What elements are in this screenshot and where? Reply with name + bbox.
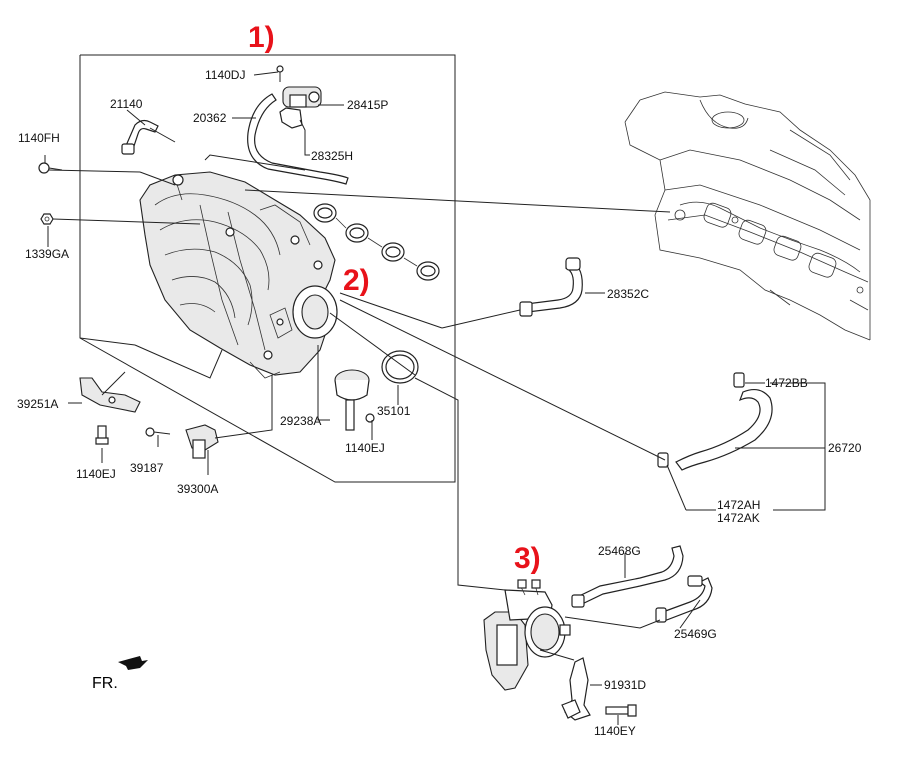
label-25469g: 25469G: [674, 627, 717, 641]
callout-2: 2): [343, 264, 370, 297]
front-direction-label: FR.: [92, 675, 118, 692]
label-1472bb: 1472BB: [765, 376, 808, 390]
engine-head-drawing: [624, 91, 871, 341]
label-20362: 20362: [193, 111, 227, 125]
bolt-1140ey: [605, 704, 637, 717]
leader-lines: [44, 71, 826, 725]
hose-25469g: [659, 577, 713, 622]
hose-25468g: [574, 545, 684, 606]
callout-1: 1): [248, 21, 275, 54]
label-28352c: 28352C: [607, 287, 649, 301]
bolt-1140fh: [38, 162, 63, 174]
bracket-39251a: [79, 377, 141, 413]
gasket-35101: [381, 350, 419, 384]
label-39300a: 39300A: [177, 482, 218, 496]
purge-control-valve: [276, 65, 322, 129]
assembly-boundary: [79, 54, 456, 483]
bolt-1140ej-left: [95, 425, 109, 445]
label-35101: 35101: [377, 404, 411, 418]
intake-manifold: [139, 171, 338, 379]
label-1140ej-right: 1140EJ: [345, 441, 385, 455]
label-1140ey: 1140EY: [594, 724, 636, 738]
label-28415p: 28415P: [347, 98, 388, 112]
label-1472ak: 1472AK: [717, 511, 760, 525]
label-1140dj: 1140DJ: [205, 68, 245, 82]
label-29238a: 29238A: [280, 414, 321, 428]
label-1472ah: 1472AH: [717, 498, 760, 512]
label-39187: 39187: [130, 461, 164, 475]
callout-3: 3): [514, 542, 541, 575]
label-1140fh: 1140FH: [18, 131, 60, 145]
label-1339ga: 1339GA: [25, 247, 69, 261]
intake-gasket-set: [313, 203, 440, 281]
nut-1339ga: [40, 213, 54, 225]
label-39251a: 39251A: [17, 397, 58, 411]
label-91931d: 91931D: [604, 678, 646, 692]
label-25468g: 25468G: [598, 544, 641, 558]
label-21140: 21140: [110, 97, 143, 111]
part-labels: 1140DJ 21140 20362 28415P 1140FH 28325H …: [17, 68, 862, 738]
label-26720: 26720: [828, 441, 862, 455]
throttle-body: [483, 579, 571, 691]
actuator-29238a: [334, 369, 375, 431]
label-1140ej-left: 1140EJ: [76, 467, 116, 481]
front-direction-arrow: [118, 656, 148, 670]
sensor-39300a: [145, 424, 219, 459]
label-28325h: 28325H: [311, 149, 353, 163]
hose-28325h: [247, 93, 349, 185]
hose-26720: [675, 388, 773, 471]
